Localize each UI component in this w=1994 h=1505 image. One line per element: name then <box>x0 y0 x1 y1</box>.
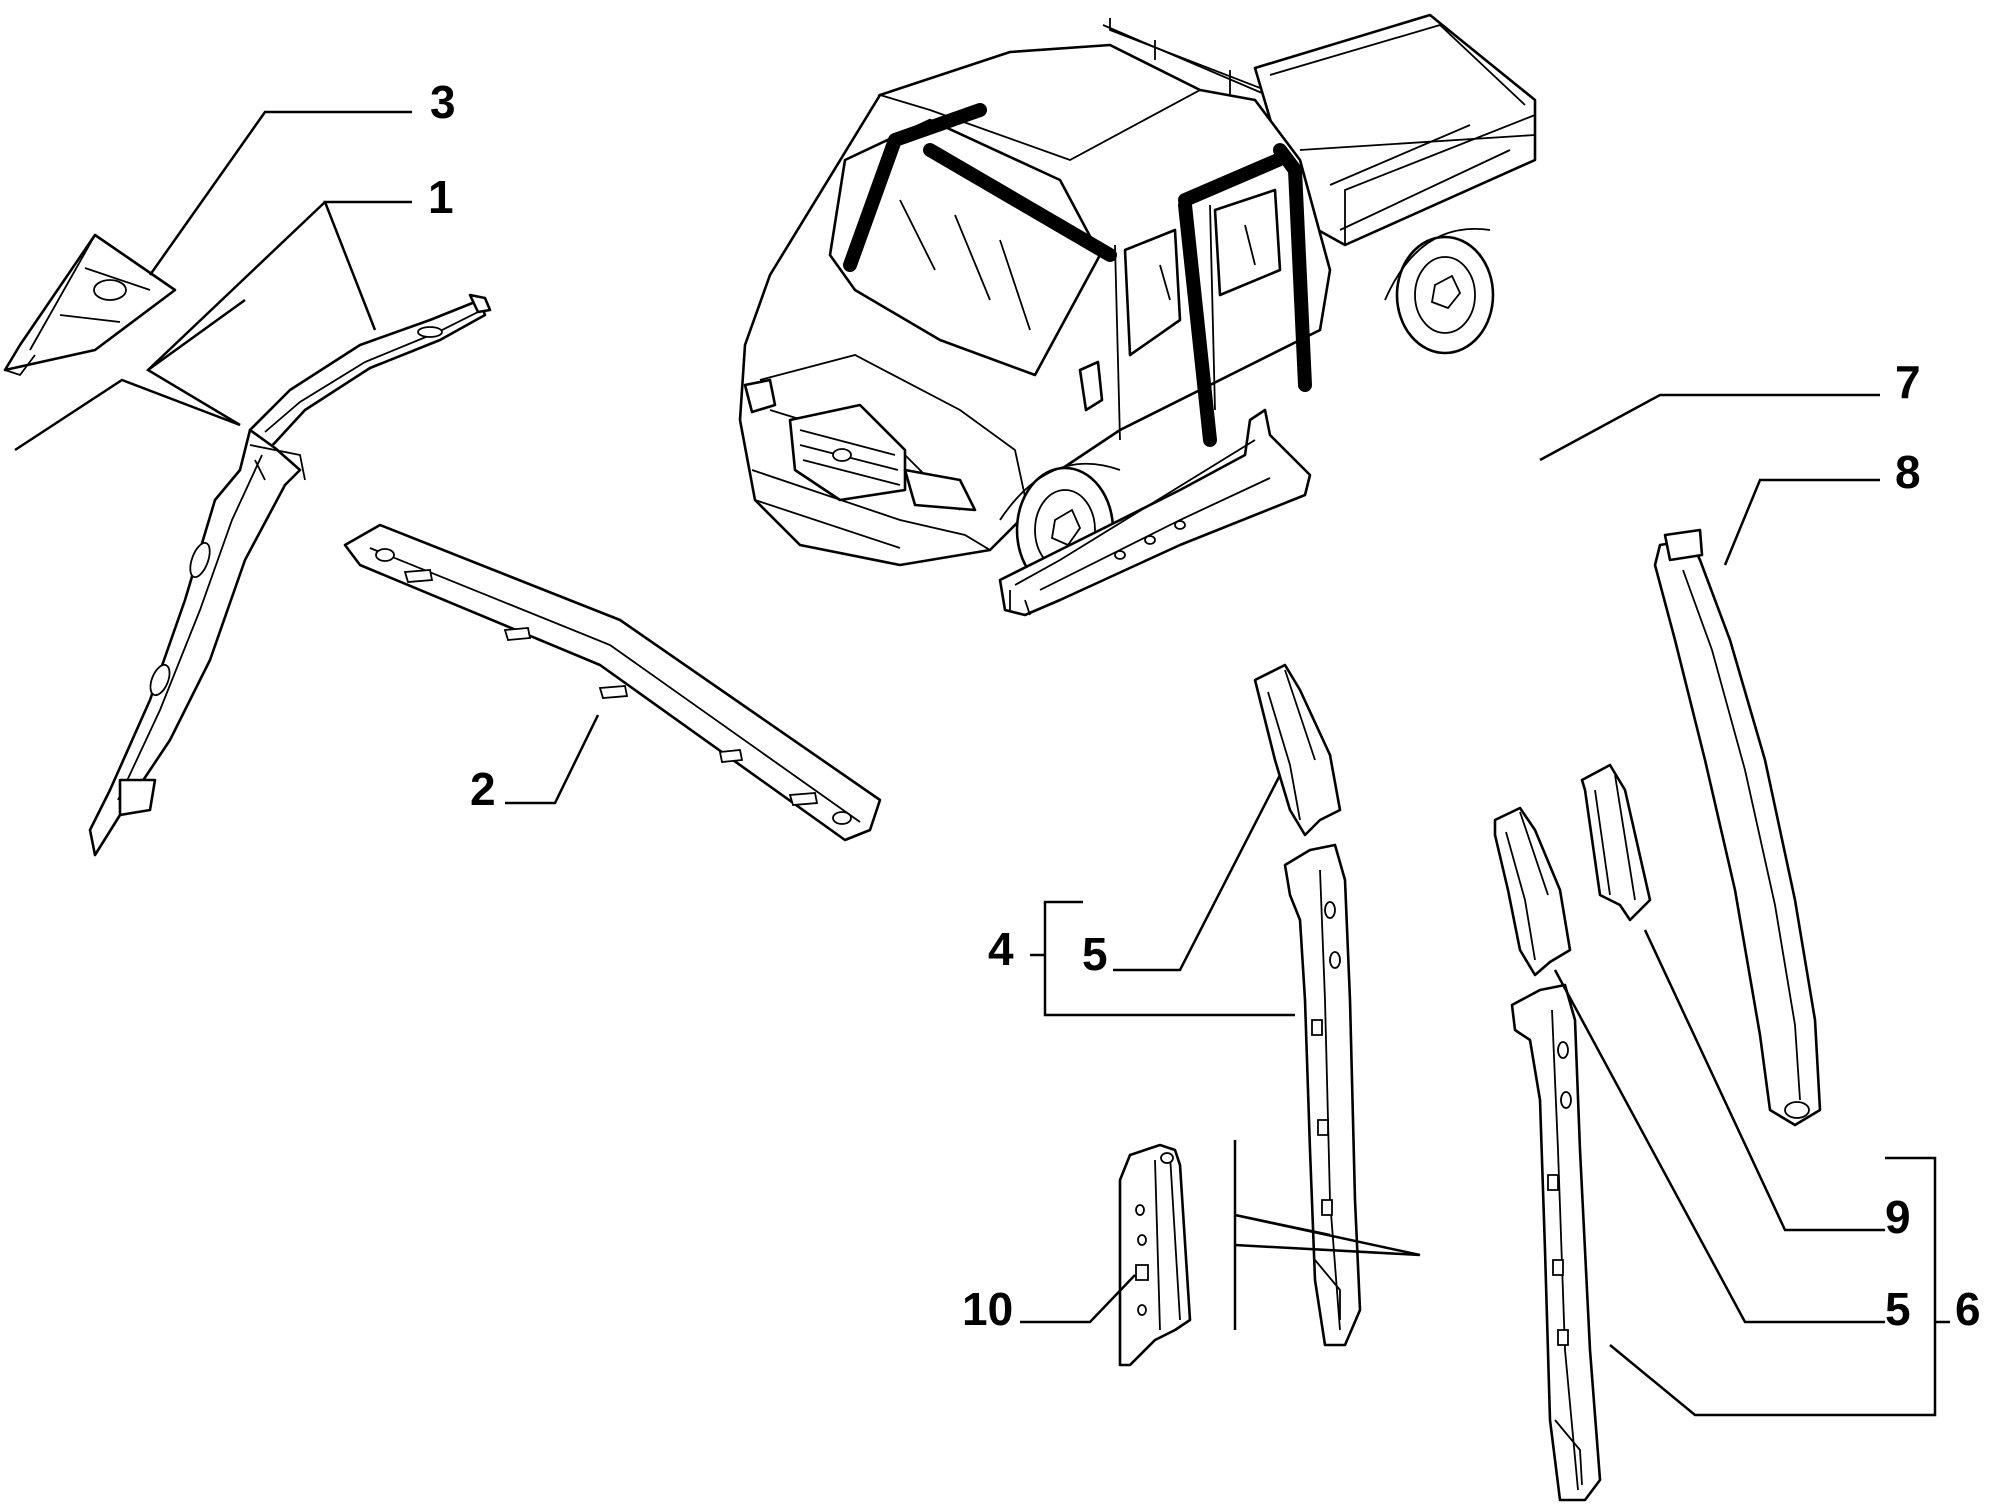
callout-4: 4 <box>988 923 1014 975</box>
highlight-windshield-pillar <box>843 103 987 272</box>
callout-3: 3 <box>430 76 456 128</box>
part-3-gusset <box>3 233 177 377</box>
part-2-crossmember <box>343 523 882 842</box>
part-1-a-pillar <box>88 293 492 857</box>
callout-10: 10 <box>962 1283 1013 1335</box>
highlight-b-pillar <box>1178 198 1217 447</box>
part-7-rail <box>998 408 1312 617</box>
callout-6: 6 <box>1955 1283 1981 1335</box>
callout-5-lower: 5 <box>1885 1283 1911 1335</box>
highlight-c-pillar <box>1273 143 1312 392</box>
callout-1: 1 <box>428 171 454 223</box>
callout-labels: 3 1 2 7 8 4 5 10 9 5 6 <box>428 76 1981 1335</box>
part-5-cap-lower <box>1493 806 1572 977</box>
callout-8: 8 <box>1895 446 1921 498</box>
part-4-b-pillar <box>1283 843 1362 1347</box>
leader-lines <box>14 110 1950 1417</box>
truck-illustration <box>738 13 1537 594</box>
part-6-c-pillar <box>1510 983 1602 1502</box>
highlight-roof-crossmember <box>923 143 1117 262</box>
part-8-pillar <box>1653 528 1822 1127</box>
part-9-bracket <box>1580 763 1652 922</box>
part-10-plate <box>1118 1143 1192 1367</box>
callout-5-upper: 5 <box>1082 928 1108 980</box>
part-5-cap-upper <box>1253 663 1342 837</box>
callout-7: 7 <box>1895 356 1921 408</box>
callout-2: 2 <box>470 763 496 815</box>
callout-9: 9 <box>1885 1191 1911 1243</box>
